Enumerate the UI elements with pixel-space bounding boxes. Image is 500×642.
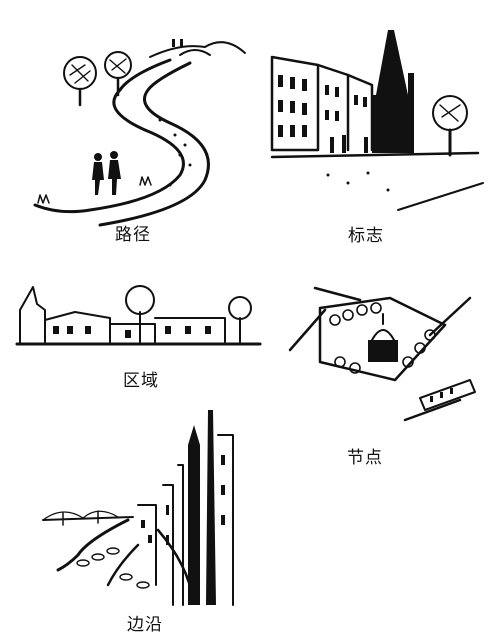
edge-sketch-drawing <box>42 410 234 606</box>
edge-sketch: 边沿 <box>38 405 258 637</box>
path-sketch: 路径 <box>30 35 260 245</box>
landmark-caption: 标志 <box>348 226 384 246</box>
district-sketch: 区域 <box>15 282 265 392</box>
node-caption: 节点 <box>347 448 383 468</box>
edge-caption: 边沿 <box>127 615 163 635</box>
landmark-sketch: 标志 <box>268 25 488 250</box>
path-caption: 路径 <box>115 225 151 245</box>
node-sketch-drawing <box>288 286 476 422</box>
node-sketch: 节点 <box>280 280 485 470</box>
district-caption: 区域 <box>123 371 159 391</box>
district-sketch-drawing <box>15 285 262 346</box>
path-sketch-drawing <box>33 39 246 227</box>
landmark-sketch-drawing <box>270 30 484 211</box>
